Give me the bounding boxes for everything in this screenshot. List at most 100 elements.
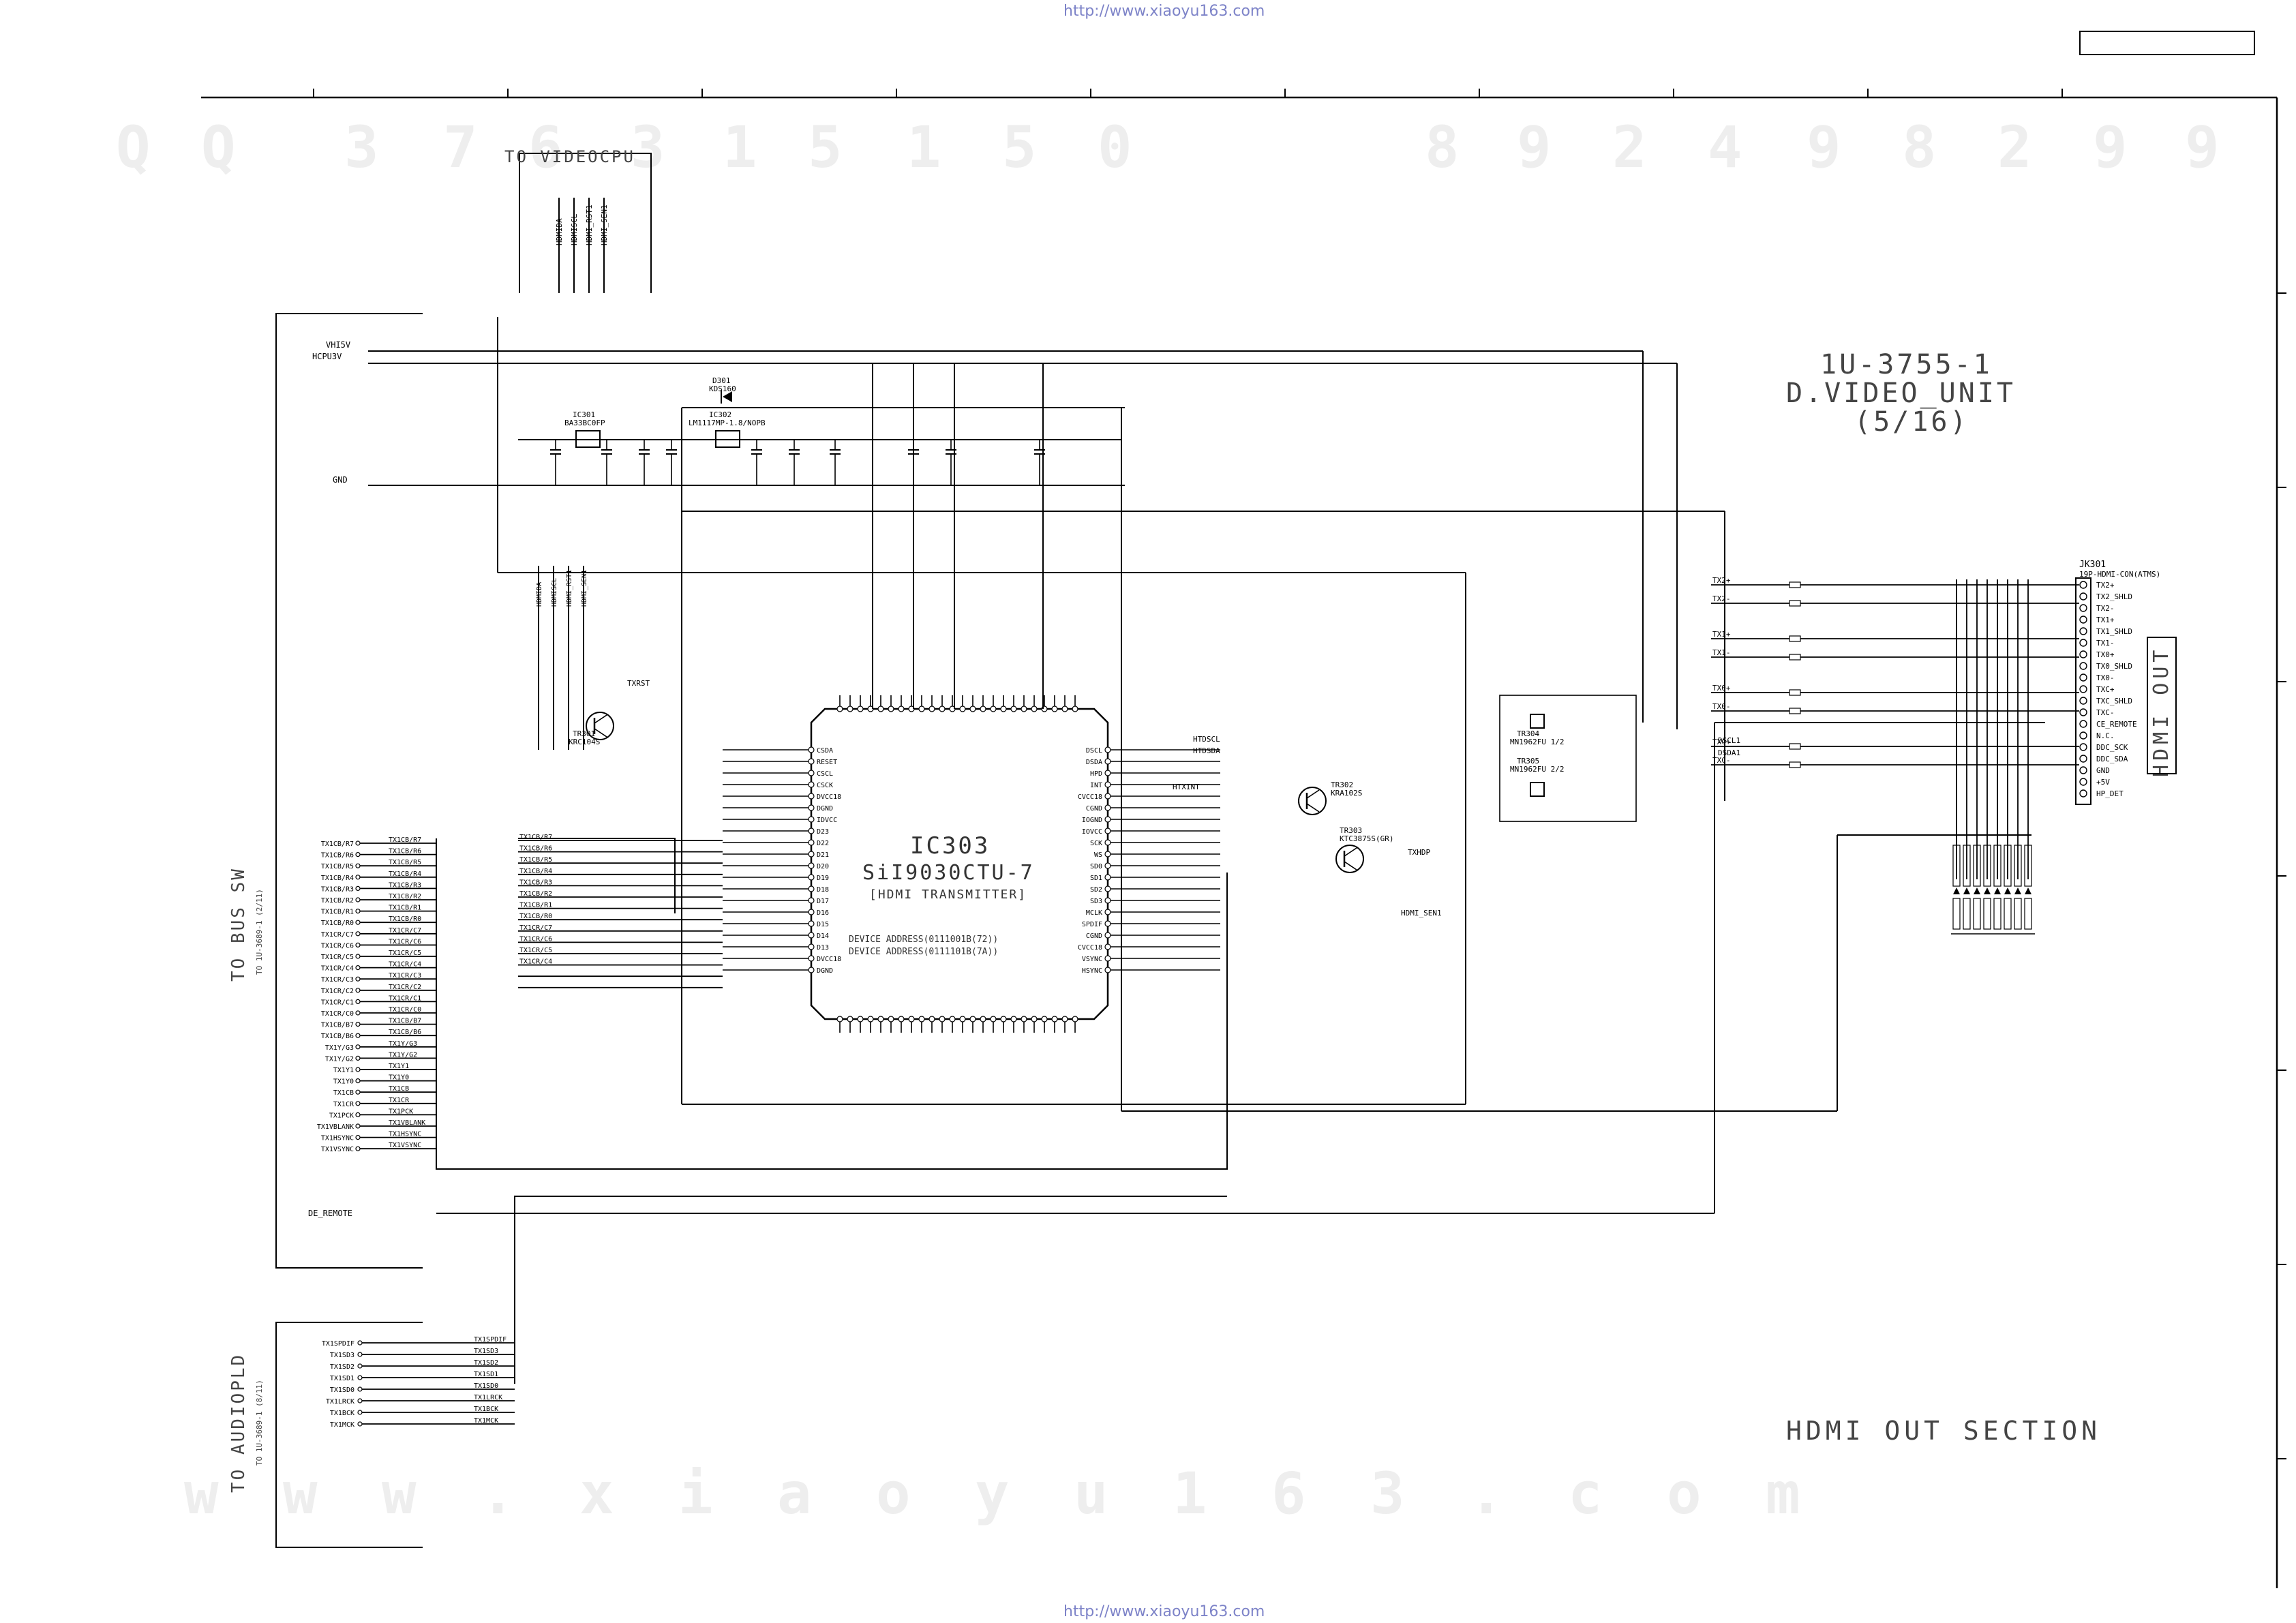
ic-right-pin-label: VSYNC (1082, 956, 1102, 963)
hdmi-pin-pad (2079, 743, 2087, 751)
tmds-resistor (1789, 708, 1801, 714)
esd-cap (2004, 898, 2012, 930)
regulator-ic301 (575, 430, 601, 448)
dscl1-label: DSCL1 (1718, 736, 1740, 745)
title-line3: (5/16) (1854, 406, 1969, 438)
hdmi-pin-pad (2079, 778, 2087, 786)
ic-pin-pad (1104, 862, 1111, 869)
bus-to-ic-label: TX1CR/C6 (519, 935, 552, 943)
header-url[interactable]: http://www.xiaoyu163.com (1063, 3, 1265, 20)
ic-pin-pad (990, 1016, 997, 1022)
ic-left-pin-label: CSDA (817, 747, 833, 755)
tr301-ref: TR301 (573, 729, 595, 738)
ic-pin-pad (1072, 1016, 1078, 1022)
bus-signal-input: TX1CR/C6 (321, 942, 354, 950)
ic-pin-pad (1104, 804, 1111, 811)
bus-to-ic-label: TX1CB/R3 (519, 879, 552, 886)
tr302-part: KRA102S (1331, 789, 1362, 798)
htdsda-label: HTDSDA (1193, 746, 1220, 755)
bus-signal-input: TX1CB/R1 (321, 909, 354, 916)
ic-pin-pad (969, 1016, 976, 1022)
ic-pin-pad (1051, 1016, 1058, 1022)
tmds-net-label: TX0+ (1712, 684, 1731, 693)
ic303-bottom-pins (836, 1016, 1078, 1033)
to-bus-sw-ref: TO 1U-3689-1 (2/11) (255, 889, 264, 975)
transistor-collector (1344, 847, 1357, 857)
bus-signal-net: TX1VBLANK (389, 1119, 425, 1127)
hdmi-pin-pad (2079, 789, 2087, 798)
hdmi-pin-pad (2079, 673, 2087, 682)
ic-right-pin-label: INT (1090, 782, 1102, 789)
htdscl-label: HTDSCL (1193, 735, 1220, 744)
ic-right-pin-label: HPD (1090, 770, 1102, 778)
tmds-resistor (1789, 689, 1801, 696)
ic-left-pin-label: IDVCC (817, 817, 837, 824)
bus-signal-input: TX1CB/R5 (321, 863, 354, 870)
hdmi-pin-label: TXC+ (2096, 685, 2115, 694)
watermark-bottom-char: w (283, 1460, 318, 1527)
ic-left-pin-label: RESET (817, 759, 837, 766)
ic-pin-pad (847, 706, 854, 712)
videocpu-drop-label: HDMI_SEN1 (581, 570, 588, 607)
bus-signal-net: TX1CB/R7 (389, 836, 421, 844)
bus-terminal (355, 999, 361, 1005)
ic-left-pin-label: DVCC18 (817, 793, 841, 801)
ic-left-pin-label: D17 (817, 898, 829, 905)
ic-right-pin-label: SD0 (1090, 863, 1102, 870)
txrst-label: TXRST (627, 679, 650, 688)
esd-package (1973, 845, 1981, 887)
bus-signal-net: TX1VSYNC (389, 1142, 421, 1149)
to-videocpu-label: TO VIDEOCPU (504, 147, 635, 166)
bus-signal-net: TX1CR/C5 (389, 950, 421, 957)
bus-signal-input: TX1CB/B6 (321, 1033, 354, 1040)
ic302-ref: IC302 (709, 410, 731, 419)
footer-url[interactable]: http://www.xiaoyu163.com (1063, 1603, 1265, 1620)
tr305-ref: TR305 (1517, 757, 1539, 765)
hdmi-pin-label: TX0_SHLD (2096, 662, 2132, 671)
hdmi-pin-label: TX0+ (2096, 650, 2115, 659)
esd-diode (1953, 888, 1960, 894)
bus-terminal (355, 976, 361, 982)
videocpu-signal: HDMIDA (555, 218, 564, 245)
bus-to-ic-label: TX1CB/R2 (519, 890, 552, 898)
power-input-vhi5v: VHI5V (326, 340, 350, 350)
bus-terminal (355, 875, 361, 880)
ic-pin-pad (1104, 851, 1111, 858)
bus-signal-input: TX1CB (333, 1089, 354, 1097)
watermark-top-char: 3 (344, 114, 379, 181)
hdmi-pin-label: CE_REMOTE (2096, 720, 2137, 729)
esd-cap (1952, 898, 1961, 930)
bus-terminal (355, 1021, 361, 1027)
watermark-top-char: 1 (907, 114, 941, 181)
bus-terminal (355, 1044, 361, 1050)
ic-pin-pad (1104, 758, 1111, 765)
bus-signal-input: TX1CR/C4 (321, 965, 354, 973)
tr303-ref: TR303 (1340, 826, 1362, 835)
hdmi-pin-pad (2079, 627, 2087, 635)
watermark-bottom-char: x (579, 1460, 614, 1527)
audio-signal-net: TX1SD0 (474, 1382, 498, 1390)
ic-left-pin-label: D21 (817, 851, 829, 859)
transistor-collector (594, 714, 607, 724)
watermark-bottom-char: y (975, 1460, 1010, 1527)
audio-terminal (357, 1363, 363, 1369)
audio-signal-input: TX1MCK (330, 1421, 354, 1429)
bus-signal-input: TX1CR/C7 (321, 931, 354, 939)
frame-ticks (313, 89, 2286, 1459)
watermark-bottom-char: 3 (1370, 1460, 1405, 1527)
ic-pin-pad (959, 706, 966, 712)
bus-terminal (355, 885, 361, 892)
tmds-resistor (1789, 654, 1801, 661)
ic-pin-pad (928, 706, 935, 712)
ic-pin-pad (877, 1016, 884, 1022)
ic-pin-pad (1104, 920, 1111, 927)
videocpu-drop-label: HDMIDA (536, 582, 543, 607)
esd-diode (2025, 888, 2031, 894)
videocpu-drop-label: HDMI_RST1 (566, 570, 573, 607)
watermark-bottom-char: c (1568, 1460, 1603, 1527)
ic-right-pin-label: SPDIF (1082, 921, 1102, 928)
hdmi-connector-jk301 (2075, 577, 2091, 805)
txhdp-label: TXHDP (1408, 848, 1430, 857)
hdmi-pin-label: +5V (2096, 778, 2110, 787)
